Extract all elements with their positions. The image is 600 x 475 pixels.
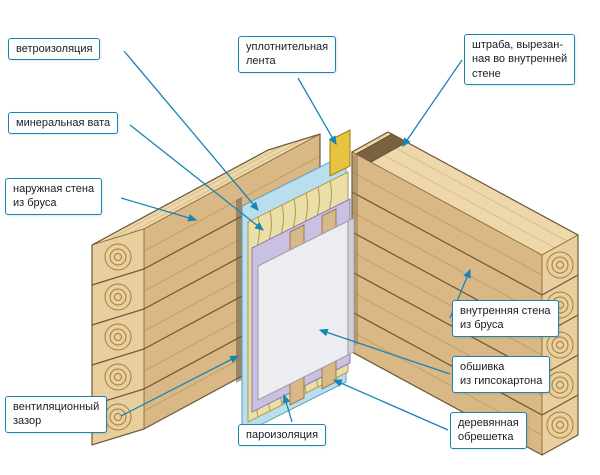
label-sealing-tape: уплотнительная лента [238,36,337,73]
label-ventilation-gap: вентиляционный зазор [5,396,108,433]
leader-sealing-tape [297,77,337,146]
ventilation-gap [236,197,242,383]
insulation-layer-stack [241,153,355,435]
inner-wall [351,131,579,456]
label-groove: штраба, вырезан- ная во внутренней стене [464,34,576,85]
label-vapor-barrier: пароизоляция [238,424,327,447]
leader-mineral-wool [129,124,265,231]
drywall-panel [257,220,349,401]
label-drywall: обшивка из гипсокартона [452,356,551,393]
label-lathing: деревянная обрешетка [450,412,527,449]
label-mineral-wool: минеральная вата [8,112,119,135]
log-end-rings [104,243,132,431]
drywall-edge [347,217,355,356]
leader-outer-wall [120,197,198,222]
leader-groove [402,59,463,148]
leader-wind-insulation [123,50,259,211]
leader-ventilation-gap [120,355,240,417]
label-outer-wall: наружная стена из бруса [5,178,103,215]
leader-lathing [332,379,449,431]
leader-drywall [318,328,451,375]
leader-vapor-barrier [282,393,293,423]
label-wind-insulation: ветроизоляция [8,38,101,61]
label-inner-wall: внутренняя стена из бруса [452,300,559,337]
sealing-tape [329,129,351,177]
